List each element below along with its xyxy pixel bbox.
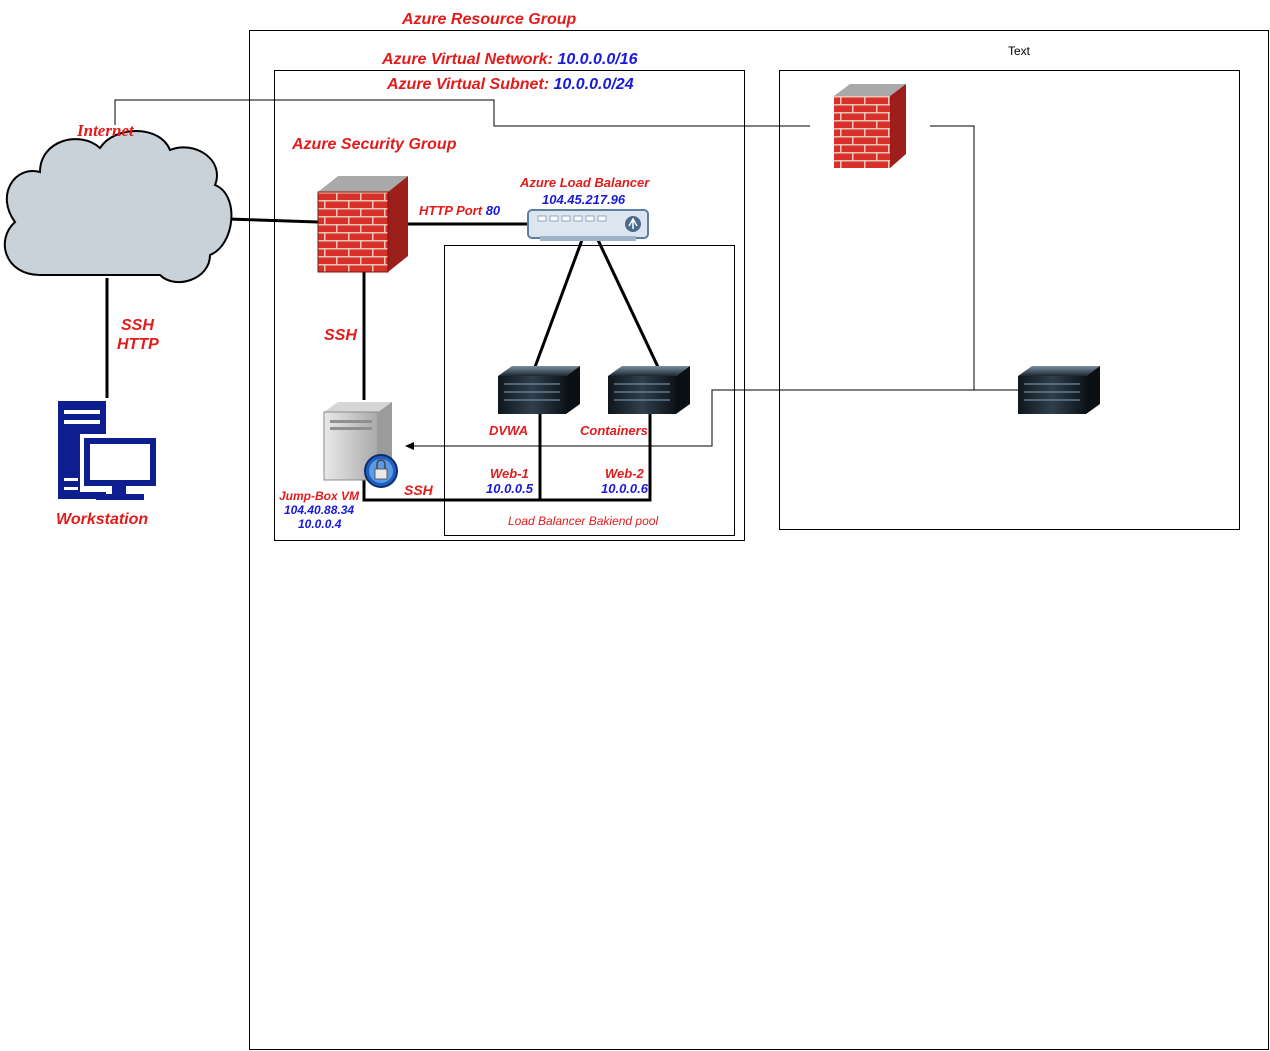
security-group-firewall-icon: [317, 176, 408, 273]
resource-group-boundary: [249, 30, 1269, 1050]
second-network-text: Text: [1008, 44, 1031, 58]
load-balancer-ip: 104.45.217.96: [542, 192, 626, 207]
internet-label: Internet: [77, 121, 134, 140]
jumpbox-to-web2-ssh-link: [540, 410, 652, 502]
internet-cloud-icon: [3, 130, 233, 284]
http-port-text: HTTP Port: [419, 203, 486, 218]
web1-name: Web-1: [490, 466, 529, 481]
jumpbox-public-ip: 104.40.88.34: [284, 503, 355, 517]
vnet-boundary: [274, 70, 745, 541]
subnet-label: Azure Virtual Subnet: 10.0.0.0/24: [387, 76, 634, 94]
web1-ip: 10.0.0.5: [486, 481, 533, 496]
web2-name: Web-2: [605, 466, 644, 481]
web1-app-label: DVWA: [489, 423, 528, 438]
firewall-lb-link-label: HTTP Port 80: [419, 203, 500, 218]
lb-to-web2-link: [596, 239, 660, 368]
second-firewall-to-server-line: [930, 125, 975, 390]
jumpbox-private-ip: 10.0.0.4: [298, 517, 342, 531]
jumpbox-web-ssh-label: SSH: [404, 482, 433, 498]
second-firewall-icon: [834, 84, 906, 168]
second-network-boundary: [779, 70, 1240, 530]
vnet-label: Azure Virtual Network: 10.0.0.0/16: [382, 51, 638, 69]
internet-to-second-firewall-line: [114, 99, 810, 127]
jumpbox-to-web1-ssh-link: [362, 410, 542, 502]
web2-server-icon: [608, 366, 690, 414]
web1-server-icon: [498, 366, 580, 414]
subnet-label-text: Azure Virtual Subnet:: [387, 76, 554, 93]
web2-app-label: Containers: [580, 423, 648, 438]
security-group-title: Azure Security Group: [292, 136, 457, 153]
workstation-label: Workstation: [56, 511, 149, 528]
workstation-icon: [58, 401, 160, 500]
resource-group-title: Azure Resource Group: [402, 11, 577, 28]
firewall-jumpbox-ssh-label: SSH: [324, 327, 357, 344]
jumpbox-vm-icon: [323, 402, 398, 488]
second-network-server-icon: [1018, 366, 1100, 414]
jumpbox-title: Jump-Box VM: [279, 489, 360, 503]
backend-pool-label: Load Balancer Bakiend pool: [508, 514, 659, 528]
http-port-number: 80: [485, 203, 501, 218]
lb-to-web1-link: [533, 239, 584, 368]
workstation-link-ssh-label: SSH: [121, 317, 154, 334]
vnet-label-text: Azure Virtual Network:: [382, 51, 558, 68]
load-balancer-title: Azure Load Balancer: [520, 175, 650, 190]
server-to-jumpbox-arrow: [405, 389, 1018, 450]
subnet-cidr: 10.0.0.0/24: [553, 76, 634, 93]
workstation-link-http-label: HTTP: [117, 336, 159, 353]
web2-ip: 10.0.0.6: [601, 481, 648, 496]
load-balancer-icon: [527, 209, 649, 241]
vnet-cidr: 10.0.0.0/16: [557, 51, 638, 68]
cloud-to-firewall-link: [227, 217, 319, 224]
